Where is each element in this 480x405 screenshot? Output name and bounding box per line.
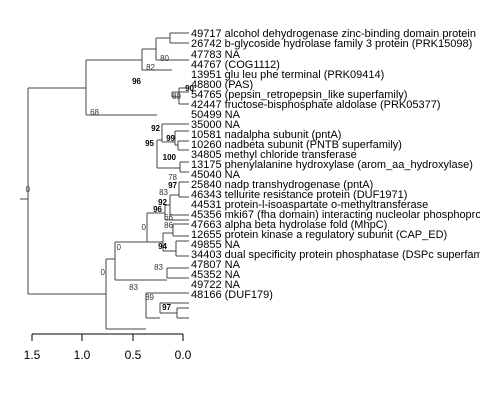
support-value: 92 (158, 198, 167, 207)
support-value: 0 (26, 185, 31, 194)
tip-labels: 49717 alcohol dehydrogenase zinc-binding… (191, 28, 480, 301)
support-value: 92 (151, 124, 160, 133)
support-value: 66 (164, 213, 173, 222)
tip-label: 50499 NA (191, 109, 241, 121)
support-value: 0 (117, 243, 122, 252)
tip-label: 49717 alcohol dehydrogenase zinc-binding… (191, 28, 476, 40)
tip-label: 35000 NA (191, 119, 241, 131)
support-values: 80 82 96 90 89 68 92 99 95 100 0 78 97 8… (26, 54, 195, 312)
tip-label: 13951 glu leu phe terminal (PRK09414) (191, 69, 384, 81)
support-value: 94 (158, 242, 167, 251)
tip-label: 34403 dual specificity protein phosphata… (191, 249, 480, 261)
tip-label: 47807 NA (191, 259, 241, 271)
support-value: 78 (168, 173, 177, 182)
support-value: 83 (129, 283, 138, 292)
axis-tick-label: 1.0 (74, 348, 91, 362)
support-value: 80 (160, 54, 169, 63)
support-value: 0 (101, 268, 106, 277)
support-value: 99 (166, 134, 175, 143)
support-value: 96 (132, 77, 141, 86)
tip-label: 34805 methyl chloride transferase (191, 149, 357, 161)
tip-label: 44767 (COG1112) (191, 59, 280, 71)
tip-label: 49722 NA (191, 279, 241, 291)
support-value: 89 (172, 92, 181, 101)
tip-label: 46343 tellurite resistance protein (DUF1… (191, 189, 407, 201)
support-value: 83 (159, 188, 168, 197)
scale-axis: 1.5 1.0 0.5 0.0 (24, 333, 192, 362)
tip-label: 47663 alpha beta hydrolase fold (MhpC) (191, 219, 387, 231)
tip-label: 45352 NA (191, 269, 241, 281)
tip-label: 44531 protein-l-isoaspartate o-methyltra… (191, 199, 428, 211)
support-value: 97 (168, 181, 177, 190)
support-value: 82 (146, 63, 155, 72)
tip-label: 25840 nadp transhydrogenase (pntA) (191, 179, 373, 191)
support-value: 90 (185, 84, 194, 93)
tip-label: 45356 mki67 (fha domain) interacting nuc… (191, 209, 480, 221)
tip-label: 26742 b-glycoside hydrolase family 3 pro… (191, 38, 472, 50)
tip-label: 12655 protein kinase a regulatory subuni… (191, 229, 447, 241)
tip-label: 48166 (DUF179) (191, 289, 273, 301)
tip-label: 47783 NA (191, 49, 241, 61)
support-value: 83 (154, 263, 163, 272)
axis-tick-label: 0.0 (175, 348, 192, 362)
tip-label: 10260 nadbeta subunit (PNTB superfamily) (191, 139, 402, 151)
support-value: 95 (145, 139, 154, 148)
axis-tick-label: 1.5 (24, 348, 41, 362)
tip-label: 48800 (PAS) (191, 79, 253, 91)
support-value: 97 (162, 303, 171, 312)
support-value: 89 (145, 293, 154, 302)
tip-label: 54765 (pepsin_retropepsin_like superfami… (191, 89, 407, 101)
support-value: 96 (153, 205, 162, 214)
tip-label: 13175 phenylalanine hydroxylase (arom_aa… (191, 159, 473, 171)
tree-branches (20, 32, 189, 330)
tip-label: 10581 nadalpha subunit (pntA) (191, 129, 341, 141)
support-value: 86 (164, 221, 173, 230)
tip-label: 45040 NA (191, 169, 241, 181)
support-value: 100 (163, 153, 177, 162)
tip-label: 49855 NA (191, 239, 241, 251)
support-value: 68 (90, 108, 99, 117)
tip-label: 42447 fructose-bisphosphate aldolase (PR… (191, 99, 441, 111)
support-value: 0 (142, 223, 147, 232)
axis-tick-label: 0.5 (125, 348, 142, 362)
